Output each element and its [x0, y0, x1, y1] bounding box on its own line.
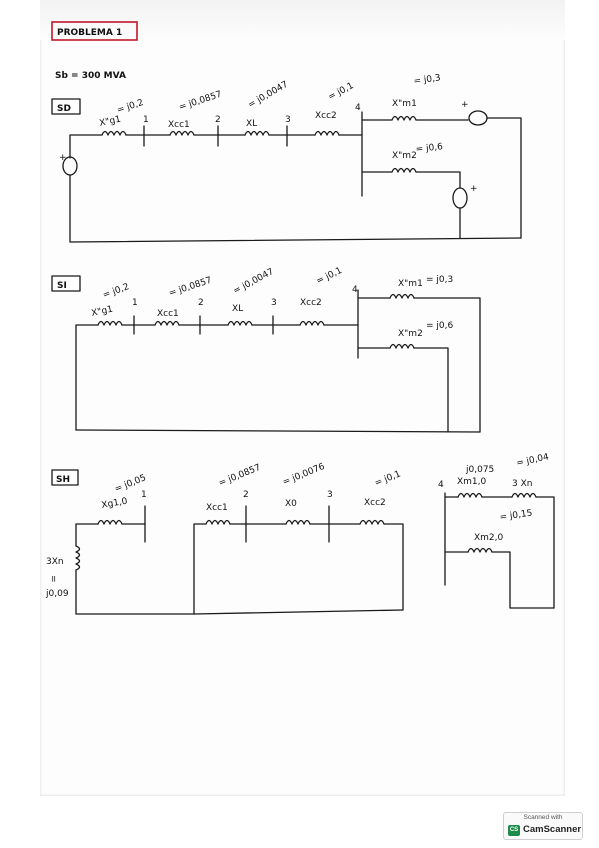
sh-xcc1-name: Xcc1	[206, 503, 228, 513]
sd-label: SD	[57, 104, 71, 114]
si-node-2: 2	[198, 298, 204, 308]
si-xl-name: XL	[232, 304, 243, 314]
sd-xcc2-name: Xcc2	[315, 111, 337, 121]
sh-circuit	[75, 492, 555, 615]
sd-xcc1-name: Xcc1	[168, 120, 190, 130]
si-xl-value: = j0,0047	[232, 267, 276, 297]
si-label-box	[51, 275, 81, 292]
sd-source-m1	[468, 110, 488, 126]
si-xcc2-name: Xcc2	[300, 298, 322, 308]
sh-neutral-mark: =	[48, 575, 58, 583]
sh-xm1-name: Xm1,0	[457, 477, 487, 487]
sh-label-box	[51, 469, 79, 486]
si-xm2-value: = j0,6	[426, 321, 453, 331]
si-xcc2-value: = j0,1	[315, 266, 344, 287]
scanned-page	[40, 0, 565, 796]
sd-plus-m1: +	[461, 100, 469, 110]
sh-3xn-value: = j0,04	[516, 452, 551, 469]
sh-coil-xcc1	[205, 519, 231, 525]
title-box	[51, 21, 138, 41]
si-xcc1-name: Xcc1	[157, 309, 179, 319]
sh-coil-xcc2	[359, 519, 385, 525]
si-coil-xm2	[389, 343, 415, 349]
sd-xm1-value: = j0,3	[413, 73, 441, 87]
sh-xcc1-value: = j0,0857	[217, 463, 262, 489]
sh-neutral-name: 3Xn	[46, 557, 64, 567]
si-coil-xm1	[389, 293, 415, 299]
sd-coil-xl	[244, 130, 270, 136]
sd-node-2: 2	[215, 115, 221, 125]
sh-neutral-value: j0,09	[45, 589, 69, 599]
sh-node-4: 4	[438, 480, 444, 490]
si-xm1-name: X"m1	[398, 279, 423, 289]
si-xm2-name: X"m2	[398, 329, 423, 339]
si-coil-xg1	[97, 320, 123, 326]
si-xg1-name: X"g1	[91, 305, 114, 319]
sd-plus-g1: +	[59, 153, 67, 163]
sh-coil-xg1	[97, 519, 123, 525]
sh-coil-3xn	[75, 545, 81, 571]
sd-coil-xm1	[391, 115, 417, 121]
sh-xm2-name: Xm2,0	[474, 533, 504, 543]
sd-label-box	[51, 98, 81, 115]
sh-node-2: 2	[243, 490, 249, 500]
sh-x0-value: = j0,0076	[281, 462, 326, 488]
sd-xm2-value: = j0,6	[415, 142, 443, 155]
base-power: Sb = 300 MVA	[55, 71, 126, 81]
sd-coil-xm2	[391, 167, 417, 173]
sd-xl-name: XL	[246, 119, 257, 129]
sh-xm2-value: = j0,15	[499, 508, 533, 522]
sh-xcc2-name: Xcc2	[364, 498, 386, 508]
sd-coil-xcc2	[314, 130, 340, 136]
sh-label: SH	[56, 475, 70, 485]
sd-xg1-value: = j0,2	[116, 98, 145, 116]
sd-circuit	[62, 110, 522, 243]
sd-coil-xcc1	[169, 130, 195, 136]
sh-xcc2-value: = j0,1	[373, 469, 402, 488]
sh-coil-x0	[285, 519, 311, 525]
si-coil-xcc2	[299, 320, 325, 326]
si-node-3: 3	[271, 298, 277, 308]
sd-xcc2-value: = j0,1	[327, 81, 356, 103]
si-coil-xl	[227, 320, 253, 326]
si-circuit	[75, 289, 481, 433]
sh-coil-xm1	[457, 492, 483, 498]
si-xg1-value: = j0,2	[102, 282, 131, 301]
circuit-drawing: PROBLEMA 1 Sb = 300 MVA SD + + + 1 2 3 4	[45, 21, 555, 615]
si-xm1-value: = j0,3	[426, 275, 453, 285]
sd-plus-m2: +	[470, 184, 478, 194]
sd-source-m2	[452, 187, 468, 209]
sd-node-1: 1	[143, 115, 149, 125]
sh-xg1-name: Xg1,0	[101, 497, 129, 511]
sh-coil-3xn-motor	[511, 492, 537, 498]
si-coil-xcc1	[154, 320, 180, 326]
sd-coil-xg1	[101, 130, 127, 136]
si-xcc1-value: = j0,0857	[168, 276, 213, 299]
sd-xm1-name: X"m1	[392, 99, 417, 109]
sh-xm1-value: j0,075	[465, 465, 494, 475]
sd-node-3: 3	[285, 115, 291, 125]
title-text: PROBLEMA 1	[57, 28, 122, 38]
sd-xl-value: = j0,0047	[247, 80, 290, 111]
sh-node-3: 3	[327, 490, 333, 500]
si-node-1: 1	[132, 298, 138, 308]
si-node-4: 4	[352, 285, 358, 295]
sh-node-1: 1	[141, 490, 147, 500]
sd-xcc1-value: = j0,0857	[178, 90, 223, 113]
sd-xm2-name: X"m2	[392, 151, 417, 161]
sd-xg1-name: X"g1	[99, 115, 122, 129]
watermark-brand: CamScanner	[523, 824, 582, 835]
sh-coil-xm2	[467, 547, 493, 553]
camscanner-watermark: Scanned with CS CamScanner	[503, 812, 583, 840]
watermark-caption: Scanned with	[523, 814, 563, 821]
sh-3xn-name: 3 Xn	[512, 479, 532, 489]
sd-node-4: 4	[355, 103, 361, 113]
camscanner-logo-icon: CS	[508, 825, 520, 836]
si-label: SI	[57, 281, 67, 291]
sh-x0-name: X0	[285, 499, 297, 509]
